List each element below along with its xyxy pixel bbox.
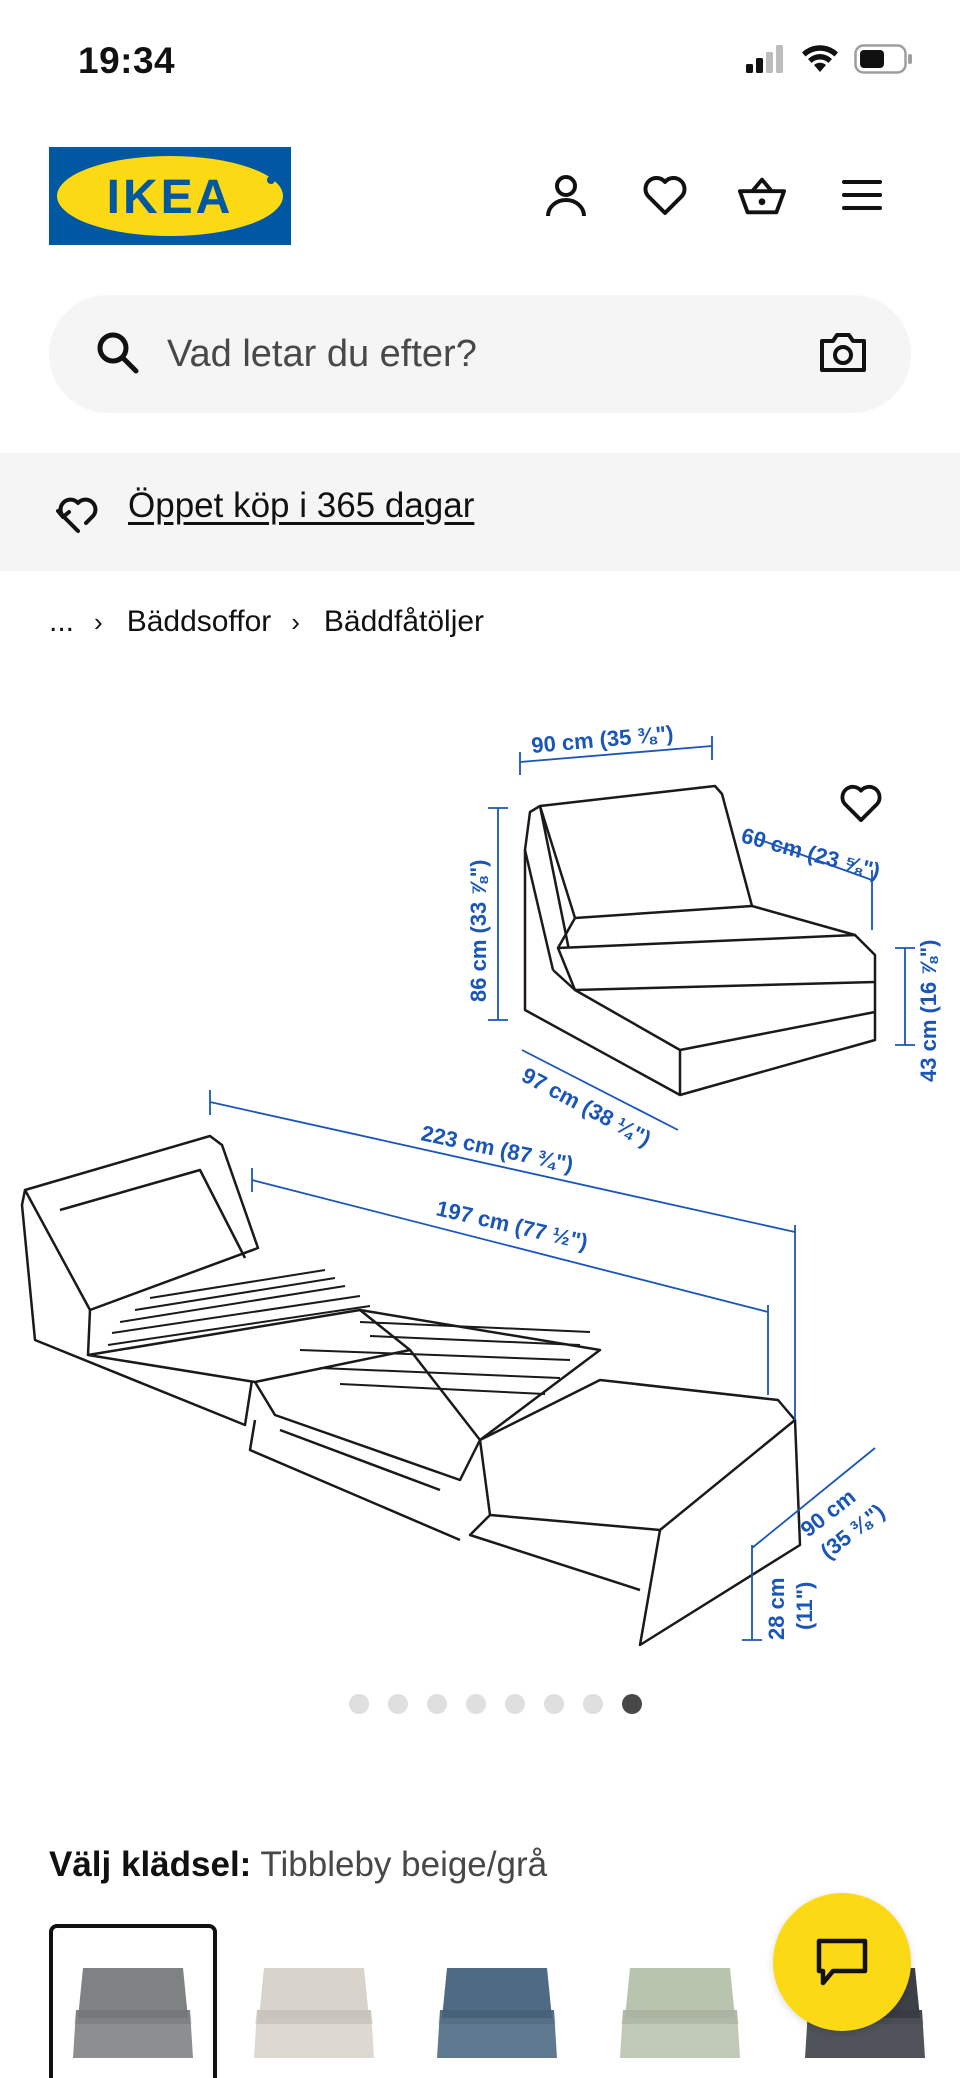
dim-height-seat: 43 cm (16 ⅞") [916,939,941,1082]
chat-button[interactable] [773,1893,911,2031]
chair-thumbnail [254,1968,374,2058]
signal-icon [746,45,783,73]
upholstery-value: Tibbleby beige/grå [260,1845,548,1884]
status-bar: 19:34 [0,0,960,120]
status-time: 19:34 [78,40,176,81]
account-button[interactable] [541,170,591,220]
chevron-right-icon: › [291,606,300,637]
return-policy-link[interactable]: Öppet köp i 365 dagar [128,486,475,525]
carousel-dots [0,1694,960,1714]
breadcrumb-item-baddfatoljer[interactable]: Bäddfåtöljer [323,605,485,638]
dim-height-bed-in: (11") [792,1582,817,1630]
ikea-logo[interactable]: IKEA [49,147,291,245]
carousel-dot[interactable] [348,1694,369,1714]
carousel-dot[interactable] [543,1694,564,1714]
battery-icon [854,44,912,74]
basket-icon [737,177,787,215]
svg-text:IKEA: IKEA [107,171,234,224]
logo-graphic: IKEA [57,156,283,236]
status-icons [746,44,914,74]
upholstery-swatch[interactable] [596,1924,764,2078]
chevron-right-icon: › [94,606,103,637]
camera-icon[interactable] [819,331,867,373]
carousel-dot[interactable] [621,1694,642,1714]
menu-button[interactable] [837,170,887,220]
logo-text: IKEA [107,171,234,224]
carousel-dot[interactable] [504,1694,525,1714]
carousel-dot[interactable] [387,1694,408,1714]
wifi-icon [802,45,838,72]
dim-height-total: 86 cm (33 ⅞") [466,859,491,1002]
search-bar[interactable] [49,295,911,413]
dim-length-total: 223 cm (87 ¾") [419,1120,576,1177]
upholstery-swatch[interactable] [49,1924,217,2078]
search-icon [97,332,139,374]
dim-depth-back: 60 cm (23 ⅝") [739,823,883,884]
upholstery-swatches [49,1920,960,2078]
carousel-dot[interactable] [465,1694,486,1714]
account-icon [546,175,586,217]
heart-icon [840,784,882,823]
return-heart-icon [56,497,98,533]
menu-icon [842,180,882,210]
product-favorite-button[interactable] [836,778,886,828]
carousel-dot[interactable] [582,1694,603,1714]
chair-thumbnail [620,1968,740,2058]
upholstery-swatch[interactable] [230,1924,398,2078]
upholstery-selector: Välj klädsel: Tibbleby beige/grå [49,1845,547,1885]
breadcrumb-item-baddsoffor[interactable]: Bäddsoffor [126,605,272,638]
search-input[interactable] [167,323,767,385]
breadcrumb: ... › Bäddsoffor › Bäddfåtöljer [49,600,484,644]
carousel-dot[interactable] [426,1694,447,1714]
dim-width-chair: 90 cm (35 ⅜") [530,721,674,758]
breadcrumb-ellipsis[interactable]: ... [49,605,75,638]
basket-button[interactable] [737,170,787,220]
dim-height-bed-cm: 28 cm [764,1578,789,1640]
favorites-button[interactable] [640,170,690,220]
header: IKEA [0,140,960,250]
chat-icon [816,1938,868,1986]
heart-icon [643,176,687,215]
chair-thumbnail [437,1968,557,2058]
product-dimension-image[interactable]: 90 cm (35 ⅜") 60 cm (23 ⅝") 86 cm (33 ⅞"… [0,700,960,1660]
promo-banner: Öppet köp i 365 dagar [0,453,960,571]
upholstery-label: Välj klädsel: [49,1845,252,1884]
chair-thumbnail [73,1968,193,2058]
upholstery-swatch[interactable] [413,1924,581,2078]
